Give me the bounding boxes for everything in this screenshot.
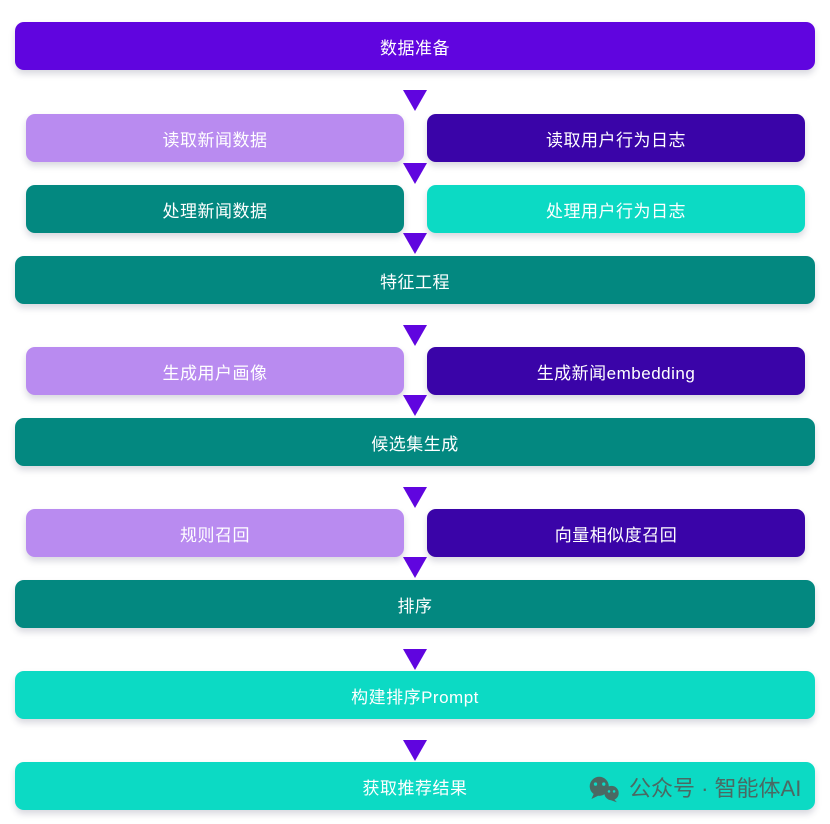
arrow-down-icon (403, 649, 427, 670)
node-generate-news-embedding: 生成新闻embedding (427, 347, 805, 395)
arrow-down-icon (403, 90, 427, 111)
watermark-text: 公众号 · 智能体AI (629, 776, 802, 801)
node-generate-user-profile: 生成用户画像 (26, 347, 404, 395)
arrow-down-icon (403, 325, 427, 346)
node-rule-recall: 规则召回 (26, 509, 404, 557)
node-read-news-data: 读取新闻数据 (26, 114, 404, 162)
node-ranking: 排序 (15, 580, 815, 628)
arrow-down-icon (403, 487, 427, 508)
watermark: 公众号 · 智能体AI (588, 772, 801, 806)
wechat-icon (589, 776, 619, 802)
node-build-ranking-prompt: 构建排序Prompt (15, 671, 815, 719)
arrow-down-icon (403, 740, 427, 761)
node-data-prep: 数据准备 (15, 22, 815, 70)
node-vector-similarity-recall: 向量相似度召回 (427, 509, 805, 557)
node-get-recommendation-results: 获取推荐结果 (15, 762, 815, 810)
arrow-down-icon (403, 233, 427, 254)
node-process-user-behavior-logs: 处理用户行为日志 (427, 185, 805, 233)
node-feature-engineering: 特征工程 (15, 256, 815, 304)
node-read-user-behavior-logs: 读取用户行为日志 (427, 114, 805, 162)
node-candidate-set-generation: 候选集生成 (15, 418, 815, 466)
arrow-down-icon (403, 557, 427, 578)
node-process-news-data: 处理新闻数据 (26, 185, 404, 233)
arrow-down-icon (403, 163, 427, 184)
arrow-down-icon (403, 395, 427, 416)
